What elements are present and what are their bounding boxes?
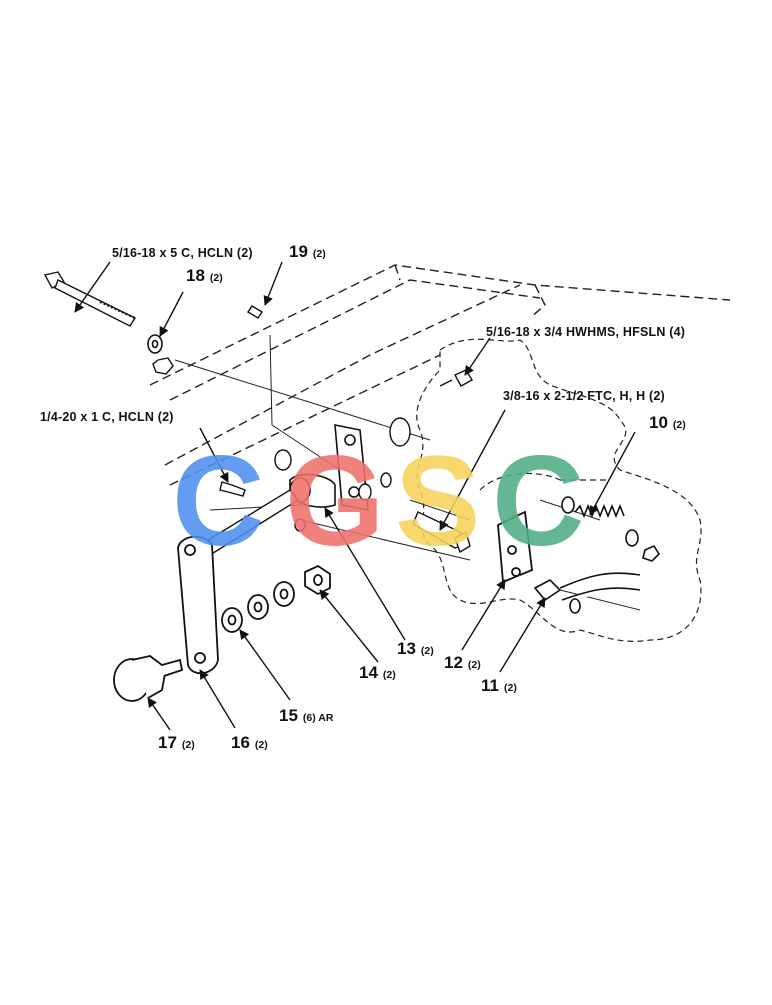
qty-16: (2) xyxy=(254,739,268,751)
leader-lines xyxy=(74,261,636,731)
bolt-3-8-16 xyxy=(412,511,471,554)
watermark-letter-g: G xyxy=(285,430,385,573)
label-13: 13 (2) xyxy=(397,639,434,659)
qty-18: (2) xyxy=(209,272,223,284)
long-bolt xyxy=(43,271,137,327)
qty-12: (2) xyxy=(467,659,481,671)
plate-12 xyxy=(497,510,533,584)
label-10: 10 (2) xyxy=(649,413,686,433)
part-number-19: 19 xyxy=(289,242,308,261)
bracket-hardware xyxy=(274,417,411,532)
label-bolt-3-8-16: 3/8-16 x 2-1/2 FTC, H, H (2) xyxy=(503,389,665,403)
washers-15 xyxy=(221,581,295,633)
label-bolt-1-4-20: 1/4-20 x 1 C, HCLN (2) xyxy=(40,410,174,424)
link-bar-16 xyxy=(177,535,219,674)
part-number-18: 18 xyxy=(186,266,205,285)
qty-15: (6) AR xyxy=(302,712,334,724)
part-number-13: 13 xyxy=(397,639,416,658)
part-number-14: 14 xyxy=(359,663,378,682)
qty-14: (2) xyxy=(382,669,396,681)
nut-14 xyxy=(304,564,331,596)
qty-11: (2) xyxy=(503,682,517,694)
part-number-12: 12 xyxy=(444,653,463,672)
screw-1-4-20 xyxy=(219,481,246,497)
fitting-11 xyxy=(533,572,641,614)
knob-17 xyxy=(113,655,184,702)
part-number-15: 15 xyxy=(279,706,298,725)
qty-10: (2) xyxy=(672,419,686,431)
label-17: 17 (2) xyxy=(158,733,195,753)
qty-17: (2) xyxy=(181,739,195,751)
qty-13: (2) xyxy=(420,645,434,657)
label-11: 11 (2) xyxy=(481,676,517,696)
part-number-11: 11 xyxy=(481,676,499,695)
qty-19: (2) xyxy=(312,248,326,260)
part-number-16: 16 xyxy=(231,733,250,752)
label-15: 15 (6) AR xyxy=(279,706,333,726)
label-bolt-5-16-18x3-4: 5/16-18 x 3/4 HWHMS, HFSLN (4) xyxy=(486,325,686,339)
part-number-17: 17 xyxy=(158,733,177,752)
label-19: 19 (2) xyxy=(289,242,326,262)
washer-18 xyxy=(147,334,163,354)
label-14: 14 (2) xyxy=(359,663,396,683)
cgsc-watermark: C G S C xyxy=(172,430,584,573)
label-12: 12 (2) xyxy=(444,653,481,673)
watermark-letter-c2: C xyxy=(492,430,584,573)
cutaway-outline xyxy=(416,338,702,642)
watermark-letter-s: S xyxy=(395,430,480,573)
hex-nut-top xyxy=(152,357,174,375)
label-16: 16 (2) xyxy=(231,733,268,753)
spring-10 xyxy=(561,496,661,562)
watermark-letter-c1: C xyxy=(172,430,264,573)
label-18: 18 (2) xyxy=(186,266,223,286)
part-number-10: 10 xyxy=(649,413,668,432)
label-bolt-5-16-18x5: 5/16-18 x 5 C, HCLN (2) xyxy=(112,246,253,260)
screw-19 xyxy=(247,305,263,319)
chassis-outline xyxy=(149,264,731,486)
